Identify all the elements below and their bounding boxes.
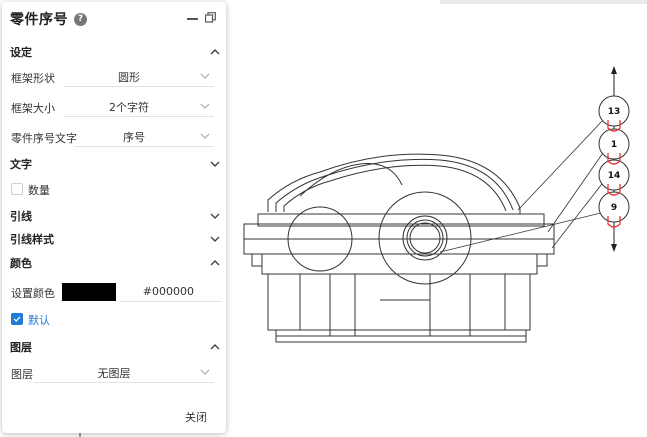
quantity-checkbox[interactable] [11, 183, 23, 195]
check-icon [13, 316, 21, 323]
frame-shape-select[interactable]: 圆形 [64, 67, 214, 87]
chevron-down-icon [210, 161, 220, 167]
frame-size-value: 2个字符 [109, 101, 149, 114]
color-swatch[interactable] [62, 283, 116, 301]
help-icon[interactable]: ? [74, 12, 87, 26]
layer-value: 无图层 [97, 367, 131, 380]
chevron-down-icon [200, 103, 210, 109]
chevron-up-icon [210, 344, 220, 350]
balloon-label: 1 [611, 140, 617, 150]
section-text[interactable]: 文字 [10, 155, 220, 173]
chevron-down-icon [200, 369, 210, 375]
frame-shape-row: 框架形状 [11, 67, 217, 87]
part-text-label: 零件序号文字 [11, 132, 77, 145]
layer-label: 图层 [11, 368, 33, 381]
section-leader-style[interactable]: 引线样式 [10, 230, 220, 248]
section-settings[interactable]: 设定 [10, 43, 220, 61]
layer-select[interactable]: 无图层 [34, 363, 214, 383]
section-leader-style-label: 引线样式 [10, 233, 54, 246]
frame-size-row: 框架大小 [11, 97, 217, 117]
frame-size-select[interactable]: 2个字符 [64, 97, 214, 117]
section-layer[interactable]: 图层 [10, 338, 220, 356]
section-layer-label: 图层 [10, 341, 32, 354]
part-text-select[interactable]: 序号 [74, 127, 214, 147]
set-color-label: 设置颜色 [11, 287, 55, 300]
default-color-label: 默认 [28, 314, 50, 327]
balloon-label: 13 [608, 107, 621, 117]
top-toolbar-edge [440, 0, 647, 4]
balloon-label: 14 [608, 171, 621, 181]
frame-shape-value: 圆形 [118, 71, 140, 84]
frame-size-label: 框架大小 [11, 102, 55, 115]
section-settings-label: 设定 [10, 46, 32, 59]
section-leader[interactable]: 引线 [10, 207, 220, 225]
color-hex-field[interactable]: #000000 [120, 282, 222, 302]
default-color-checkbox[interactable] [11, 313, 23, 325]
chevron-down-icon [200, 133, 210, 139]
section-color[interactable]: 颜色 [10, 254, 220, 272]
chevron-down-icon [210, 213, 220, 219]
section-text-label: 文字 [10, 158, 32, 171]
panel-title: 零件序号 [10, 12, 68, 28]
restore-icon[interactable] [205, 12, 216, 23]
section-leader-label: 引线 [10, 210, 32, 223]
part-number-panel: 零件序号 ? 设定 框架形状 圆形 框架大小 2个字符 零件序号文字 序号 文字… [2, 2, 226, 433]
quantity-label: 数量 [28, 184, 50, 197]
part-text-value: 序号 [123, 131, 145, 144]
layer-row: 图层 [11, 363, 217, 383]
frame-shape-label: 框架形状 [11, 72, 55, 85]
color-hex-value: #000000 [142, 285, 194, 298]
close-button[interactable]: 关闭 [185, 411, 207, 424]
chevron-up-icon [210, 260, 220, 266]
minimize-icon[interactable] [187, 18, 198, 20]
balloon-label: 9 [611, 203, 617, 213]
chevron-down-icon [200, 73, 210, 79]
panel-header: 零件序号 ? [10, 9, 87, 29]
chevron-down-icon [210, 236, 220, 242]
chevron-up-icon [210, 49, 220, 55]
part-text-row: 零件序号文字 [11, 127, 217, 147]
section-color-label: 颜色 [10, 257, 32, 270]
